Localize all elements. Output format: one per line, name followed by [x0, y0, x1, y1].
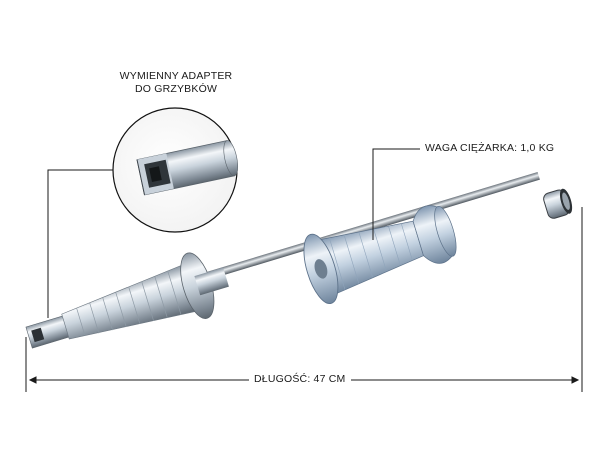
leader-lines — [47, 148, 420, 318]
adapter-zoom-circle — [112, 107, 239, 233]
weight-label: WAGA CIĘŻARKA: 1,0 KG — [422, 142, 558, 155]
length-label: DŁUGOŚĆ: 47 CM — [249, 373, 351, 386]
rod — [207, 171, 540, 280]
handle — [25, 252, 229, 349]
adapter-label-line2: DO GRZYBKÓW — [134, 83, 218, 95]
adapter-leader-line — [47, 169, 113, 318]
end-stop — [543, 188, 573, 219]
sliding-weight — [303, 205, 457, 305]
adapter-label: WYMIENNY ADAPTER DO GRZYBKÓW — [112, 70, 240, 96]
weight-leader-line — [372, 148, 420, 240]
adapter-label-line1: WYMIENNY ADAPTER — [119, 70, 233, 82]
